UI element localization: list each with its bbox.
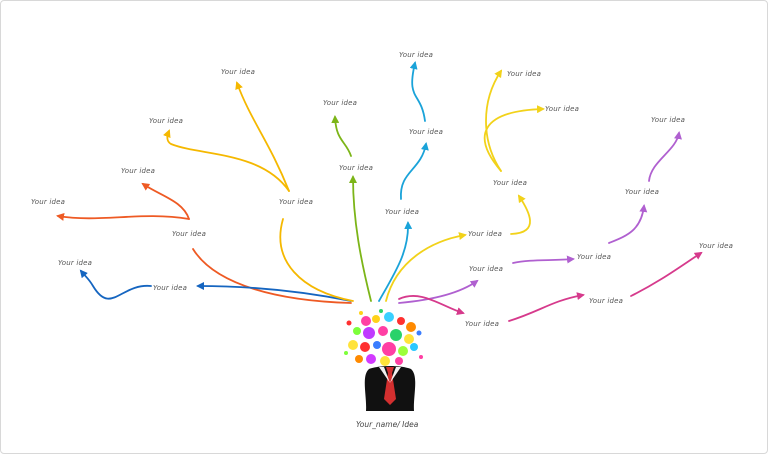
node-label: Your idea [323, 99, 357, 107]
connector-amber-hub-to-left [163, 129, 290, 192]
node-label: Your idea [409, 128, 443, 136]
node-label: Your idea [507, 70, 541, 78]
branch-magenta [398, 251, 703, 322]
connector-amber-hub-to-upper [235, 81, 290, 192]
connector-yellow-mid-to-right [483, 105, 545, 172]
node-label: Your idea [651, 116, 685, 124]
node-label: Your idea [625, 188, 659, 196]
branch-yellow [385, 69, 545, 302]
branch-blue [79, 269, 352, 302]
branch-cyan [378, 61, 429, 302]
connector-root-to-magenta-hub [398, 295, 465, 315]
node-label: Your idea [577, 253, 611, 261]
node-label: Your idea [385, 208, 419, 216]
connector-yellow-mid-to-upper [485, 69, 503, 172]
node-label: Your idea [469, 265, 503, 273]
node-label: Your idea [589, 297, 623, 305]
node-label: Your idea [279, 198, 313, 206]
node-label: Your idea [172, 230, 206, 238]
idea-head-splatter [344, 309, 423, 366]
connector-root-to-cyan-hub [378, 221, 413, 302]
branch-green [331, 115, 372, 302]
node-label: Your idea [153, 284, 187, 292]
connector-magenta-hub-to-mid [508, 292, 585, 322]
node-label: Your idea [399, 51, 433, 59]
connector-root-to-orange-hub [192, 248, 352, 304]
node-label: Your idea [699, 242, 733, 250]
connector-cyan-hub-to-mid [400, 142, 429, 200]
connector-root-to-yellow-hub [385, 232, 467, 302]
connector-green-hub-to-upper [331, 115, 352, 157]
branch-purple [398, 131, 682, 304]
connector-blue-hub-to-left [79, 269, 152, 300]
connector-purple-mid-to-upper [608, 204, 648, 244]
connector-purple-upper-to-top [648, 131, 682, 182]
connector-orange-hub-to-left [56, 213, 190, 221]
node-label: Your idea [468, 230, 502, 238]
node-label: Your idea [58, 259, 92, 267]
node-label: Your idea [545, 105, 579, 113]
connector-cyan-mid-to-upper [409, 61, 426, 122]
node-labels-extra: Your idea Your idea Your idea [465, 242, 733, 328]
idea-person-body [364, 366, 416, 411]
branch-orange-red [56, 182, 352, 304]
node-label: Your idea [465, 320, 499, 328]
connector-root-to-blue-hub [196, 282, 352, 302]
connector-magenta-mid-to-right [630, 251, 703, 297]
root-label: Your_name/ Idea [356, 420, 419, 429]
connector-orange-hub-to-upper [141, 182, 190, 220]
node-label: Your idea [31, 198, 65, 206]
node-labels: Your idea Your idea Your idea Your idea … [31, 51, 685, 292]
connector-root-to-purple-hub [398, 279, 479, 304]
node-label: Your idea [221, 68, 255, 76]
connector-root-to-green-hub [349, 175, 372, 302]
node-label: Your idea [339, 164, 373, 172]
node-label: Your idea [149, 117, 183, 125]
connector-purple-hub-to-mid [512, 255, 575, 264]
node-label: Your idea [493, 179, 527, 187]
connector-yellow-hub-to-mid [510, 194, 531, 235]
node-label: Your idea [121, 167, 155, 175]
connector-root-to-amber-hub [279, 218, 354, 302]
branch-amber [163, 81, 354, 302]
